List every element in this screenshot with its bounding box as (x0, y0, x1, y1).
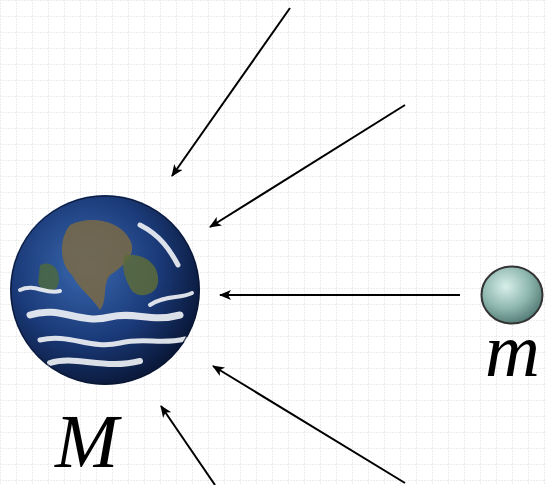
gravity-arrow (220, 294, 460, 296)
mass-body: m (480, 265, 544, 325)
mass-label: M (55, 403, 118, 479)
field-arrow (172, 8, 290, 176)
field-arrow (213, 366, 405, 483)
earth-body: M (10, 195, 200, 385)
earth-rim (11, 196, 199, 384)
mass-label: m (485, 312, 540, 388)
earth-globe (10, 195, 200, 385)
field-arrow (161, 406, 215, 485)
field-arrow (210, 105, 405, 227)
earth-illustration (10, 195, 200, 385)
earth-surface (20, 220, 192, 364)
